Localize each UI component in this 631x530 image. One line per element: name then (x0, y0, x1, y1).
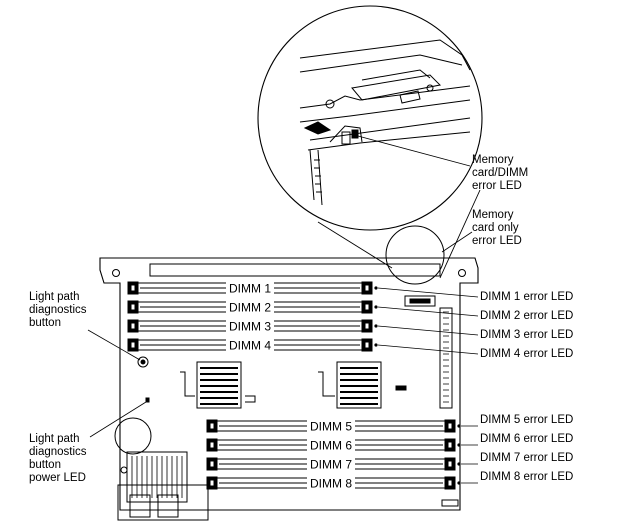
callout-line: button (29, 317, 61, 329)
processor-heatsink-right (318, 361, 407, 409)
dimm-error-led-leader (377, 325, 479, 336)
dimm-slot-2: DIMM 2 (127, 300, 378, 315)
callout-line: card/DIMM (472, 167, 529, 179)
dimm-error-led (457, 424, 461, 428)
callout-line: Memory (472, 154, 514, 166)
dimm-slots: DIMM 1 DIMM 2 DIMM 3 DIMM 4 DIMM 5 DIMM 6 DIMM… (127, 281, 461, 491)
callout-line: Memory (472, 209, 514, 221)
battery (114, 417, 152, 455)
dimm-slot-8: DIMM 8 (206, 476, 461, 491)
dimm-error-led-leaders (377, 287, 479, 484)
callout-line: error LED (472, 235, 522, 247)
dimm-slot-label: DIMM 4 (229, 339, 271, 353)
memory-card-board (99, 257, 479, 521)
edge-connector (439, 307, 453, 409)
callout-line: Light path (29, 291, 80, 303)
dimm-slot-7: DIMM 7 (206, 457, 461, 472)
callout-line: error LED (472, 180, 522, 192)
connector (404, 295, 436, 307)
dimm-slot-label: DIMM 8 (310, 477, 352, 491)
callout-line: diagnostics (29, 304, 87, 316)
dimm-slot-label: DIMM 5 (310, 420, 352, 434)
dimm-error-led (457, 481, 461, 485)
dimm-error-led (374, 324, 378, 328)
dimm-error-led-leader (377, 287, 479, 298)
callout-light-path-diagnostics-button-power-led: Light path diagnostics button power LED (29, 433, 87, 485)
callout-line: diagnostics (29, 446, 87, 458)
dimm-slot-3: DIMM 3 (127, 319, 378, 334)
callout-leaders (87, 135, 473, 438)
dimm-error-led-leader (377, 306, 479, 317)
dimm-error-led (374, 305, 378, 309)
dimm-2-error-led-label: DIMM 2 error LED (480, 310, 574, 322)
dimm-slot-label: DIMM 6 (310, 439, 352, 453)
dimm-slot-4: DIMM 4 (127, 338, 378, 353)
callout-memory-card-only-error-led: Memory card only error LED (472, 209, 522, 248)
dimm-error-led (457, 443, 461, 447)
zoom-source-circle (385, 225, 445, 285)
dimm-5-error-led-label: DIMM 5 error LED (480, 414, 574, 426)
magnified-detail-view (257, 5, 483, 285)
callout-line: button (29, 459, 61, 471)
callout-line: card only (472, 222, 519, 234)
light-path-diagnostics-button[interactable] (137, 356, 149, 368)
dimm-slot-1: DIMM 1 (127, 281, 378, 296)
light-path-button-power-led (145, 397, 150, 403)
dimm-slot-label: DIMM 3 (229, 320, 271, 334)
dimm-error-led (374, 343, 378, 347)
callout-line: power LED (29, 472, 86, 484)
bottom-connector-block (117, 451, 209, 521)
dimm-error-led-leader (377, 344, 479, 355)
dimm-error-led (374, 286, 378, 290)
dimm-1-error-led-label: DIMM 1 error LED (480, 291, 574, 303)
dimm-7-error-led-label: DIMM 7 error LED (480, 452, 574, 464)
dimm-slot-6: DIMM 6 (206, 438, 461, 453)
dimm-slot-label: DIMM 7 (310, 458, 352, 472)
dimm-error-led (457, 462, 461, 466)
dimm-4-error-led-label: DIMM 4 error LED (480, 348, 574, 360)
dimm-slot-5: DIMM 5 (206, 419, 461, 434)
dimm-3-error-led-label: DIMM 3 error LED (480, 329, 574, 341)
dimm-6-error-led-label: DIMM 6 error LED (480, 433, 574, 445)
callout-light-path-diagnostics-button: Light path diagnostics button (29, 291, 87, 330)
callout-line: Light path (29, 433, 80, 445)
callout-memory-card-dimm-error-led: Memory card/DIMM error LED (472, 154, 528, 193)
processor-heatsink-left (180, 361, 256, 409)
dimm-slot-label: DIMM 1 (229, 282, 271, 296)
dimm-8-error-led-label: DIMM 8 error LED (480, 471, 574, 483)
dimm-slot-label: DIMM 2 (229, 301, 271, 315)
